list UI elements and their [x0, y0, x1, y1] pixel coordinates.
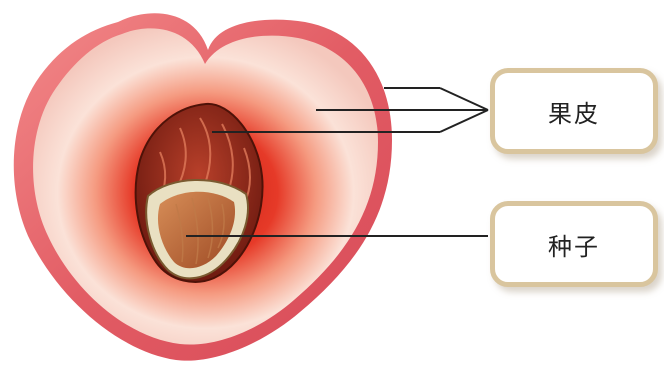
label-peel: 果皮 [490, 68, 658, 154]
label-seed: 种子 [490, 201, 658, 287]
